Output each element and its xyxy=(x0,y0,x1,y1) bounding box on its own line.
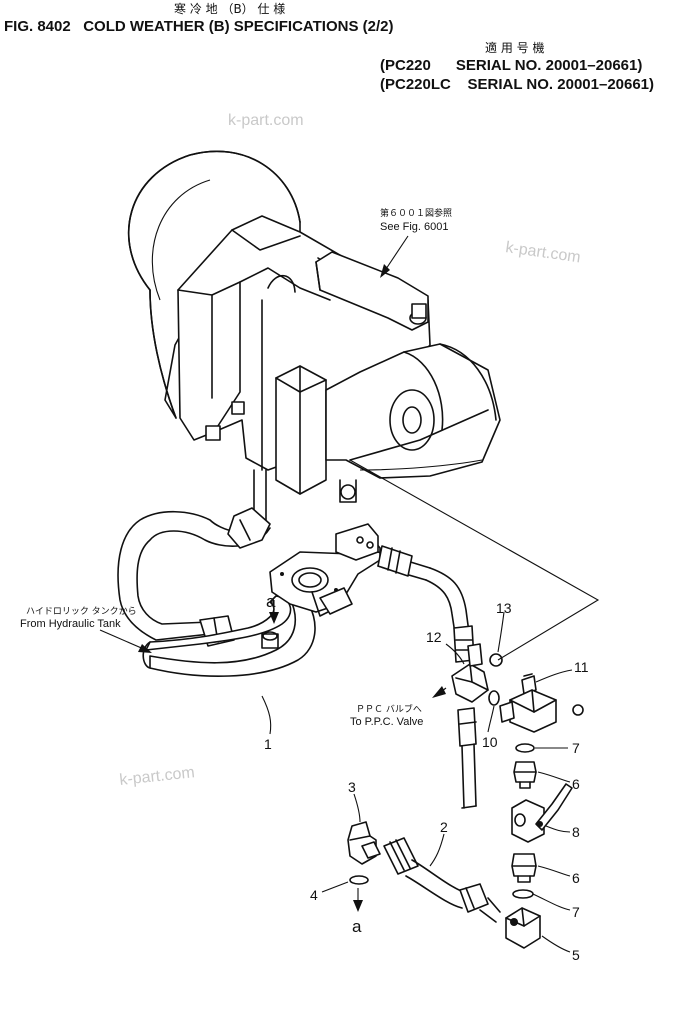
part-2-hose xyxy=(383,837,501,923)
valve-body xyxy=(499,689,584,733)
hydraulic-pump-assembly xyxy=(128,150,501,503)
serial-line-pc220: (PC220 SERIAL NO. 20001–20661) xyxy=(380,57,642,74)
jp-title: 寒 冷 地 （B） 仕 様 xyxy=(174,1,285,16)
callout-5: 5 xyxy=(572,947,580,963)
callout-7-lower: 7 xyxy=(572,904,580,920)
connection-label-a-lower: a xyxy=(352,917,362,936)
callout-7-upper: 7 xyxy=(572,740,580,756)
part-10-o-ring xyxy=(488,690,500,706)
callout-6-lower: 6 xyxy=(572,870,580,886)
watermark: k-part.com xyxy=(504,239,581,266)
callout-8: 8 xyxy=(572,824,580,840)
ppc-valve-note: To P.P.C. Valve xyxy=(350,716,423,728)
callouts: 1 2 3 4 5 6 6 7 7 8 10 11 12 13 xyxy=(261,600,589,963)
see-fig-note-jp: 第６００１図参照 xyxy=(380,207,452,219)
connection-label-a-upper: a xyxy=(266,592,276,611)
part-6-adapter-upper xyxy=(513,761,537,789)
see-fig-note: See Fig. 6001 xyxy=(380,221,449,233)
part-7-o-ring-lower xyxy=(512,889,534,899)
tank-note-jp: ハイドロリック タンクから xyxy=(26,606,137,617)
part-4-o-ring xyxy=(349,875,369,885)
connection-arrow-a-upper xyxy=(269,612,279,624)
part-3-elbow xyxy=(347,821,381,865)
callout-3: 3 xyxy=(348,779,356,795)
part-5-elbow xyxy=(505,907,541,949)
callout-10: 10 xyxy=(482,734,498,750)
part-13-o-ring xyxy=(489,653,503,667)
watermark: k-part.com xyxy=(119,764,196,789)
tank-suction-pipe xyxy=(117,469,316,677)
part-7-o-ring-upper xyxy=(515,743,535,753)
callout-1: 1 xyxy=(264,736,272,752)
part-6-adapter-lower xyxy=(511,853,537,883)
callout-4: 4 xyxy=(310,887,318,903)
callout-11: 11 xyxy=(574,659,589,675)
part-12-tee-block xyxy=(432,643,489,703)
callout-13: 13 xyxy=(496,600,512,616)
part-8-ball-valve xyxy=(511,783,573,843)
connection-arrow-a-lower xyxy=(353,900,363,912)
watermark: k-part.com xyxy=(228,112,304,129)
ppc-valve-note-jp: ＰＰＣ バルブへ xyxy=(356,703,422,715)
applicable-models-jp: 適 用 号 機 xyxy=(485,40,544,55)
callout-6-upper: 6 xyxy=(572,776,580,792)
callout-2: 2 xyxy=(440,819,448,835)
pipe-flange-bracket xyxy=(269,523,381,617)
drain-hose xyxy=(457,707,477,809)
serial-line-pc220lc: (PC220LC SERIAL NO. 20001–20661) xyxy=(380,76,654,93)
figure-title: FIG. 8402 COLD WEATHER (B) SPECIFICATION… xyxy=(4,18,393,35)
tank-note: From Hydraulic Tank xyxy=(20,618,121,630)
callout-12: 12 xyxy=(426,629,442,645)
